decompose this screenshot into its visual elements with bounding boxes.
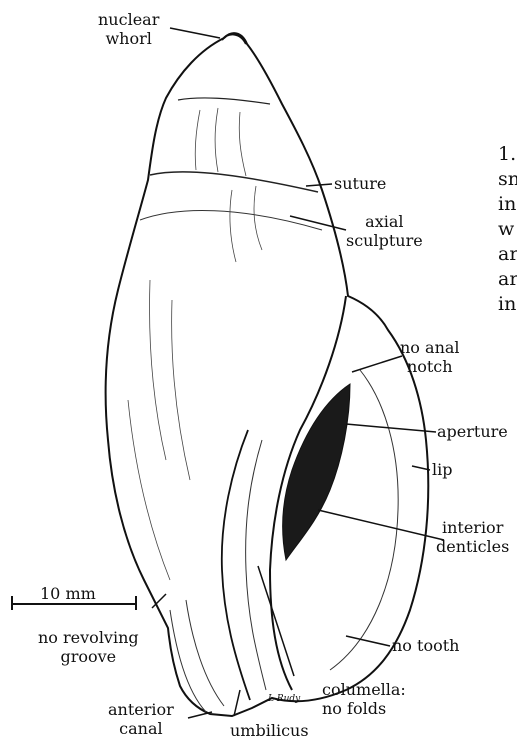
label-columella: columella: no folds [322, 680, 406, 718]
label-umbilicus: umbilicus [230, 721, 309, 740]
shell-outline [106, 33, 429, 716]
label-interior-denticles: interior denticles [436, 518, 509, 556]
label-no-tooth: no tooth [392, 636, 459, 655]
label-aperture: aperture [437, 422, 508, 441]
label-no-revolving-groove: no revolving groove [38, 628, 139, 666]
label-anterior-canal: anterior canal [108, 700, 174, 738]
label-lip: lip [432, 460, 452, 479]
clipped-body-text: 1. sn in w ar ar in [498, 142, 517, 317]
label-suture: suture [334, 174, 386, 193]
scale-bar-label: 10 mm [40, 584, 96, 603]
label-axial-sculpture: axial sculpture [346, 212, 423, 250]
label-nuclear-whorl: nuclear whorl [98, 10, 159, 48]
label-no-anal-notch: no anal notch [400, 338, 460, 376]
artist-signature: L Rudy [268, 690, 300, 709]
